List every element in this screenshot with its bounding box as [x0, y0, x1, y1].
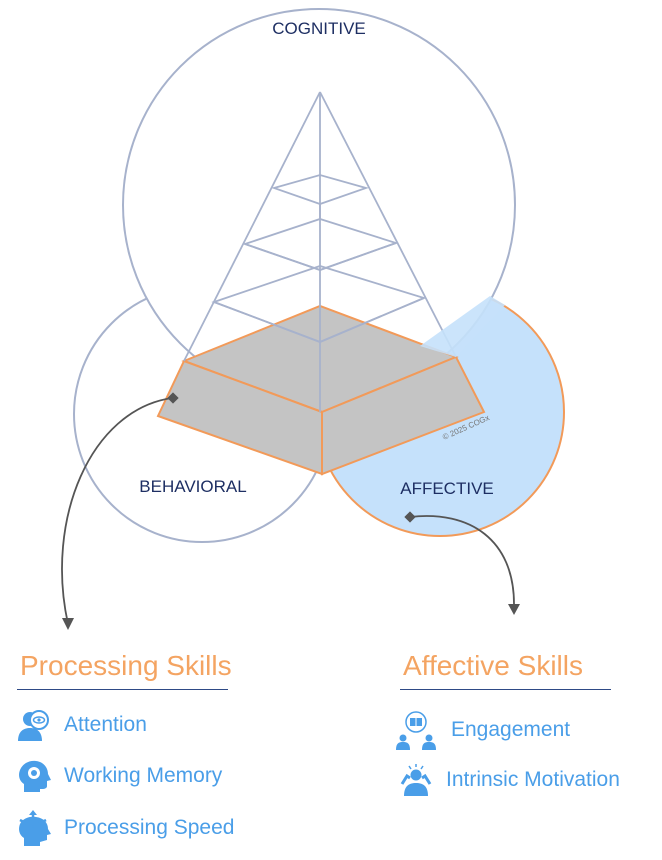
intrinsic-motivation-icon — [398, 762, 434, 798]
affective-wedge — [420, 296, 505, 357]
processing-speed-icon — [16, 810, 52, 846]
pyramid-wireframe — [183, 91, 457, 412]
skill-label: Intrinsic Motivation — [446, 768, 620, 791]
affective-skills-title: Affective Skills — [403, 650, 583, 681]
attention-icon — [16, 707, 52, 743]
skill-label: Working Memory — [64, 764, 223, 787]
skills-venn-pyramid-diagram: COGNITIVE BEHAVIORAL AFFECTIVE © 2025 CO… — [61, 8, 565, 630]
affective-arrow — [404, 511, 520, 615]
skill-label: Processing Speed — [64, 816, 235, 839]
cognitive-label: COGNITIVE — [272, 19, 366, 38]
skill-item-processing-speed: Processing Speed — [16, 810, 234, 846]
skill-label: Attention — [64, 713, 147, 736]
skill-label: Engagement — [451, 718, 571, 741]
processing-skills-title: Processing Skills — [20, 650, 232, 681]
skill-item-attention: Attention — [16, 707, 147, 743]
working-memory-icon — [16, 758, 52, 794]
processing-arrow — [61, 392, 179, 630]
skill-item-working-memory: Working Memory — [16, 758, 222, 794]
affective-label: AFFECTIVE — [400, 479, 494, 498]
affective-skills-divider — [400, 689, 611, 690]
processing-skills-divider — [17, 689, 228, 690]
skill-item-engagement: Engagement — [393, 710, 570, 750]
skill-item-intrinsic-motivation: Intrinsic Motivation — [398, 762, 620, 798]
behavioral-label: BEHAVIORAL — [139, 477, 246, 496]
engagement-icon — [393, 710, 439, 750]
